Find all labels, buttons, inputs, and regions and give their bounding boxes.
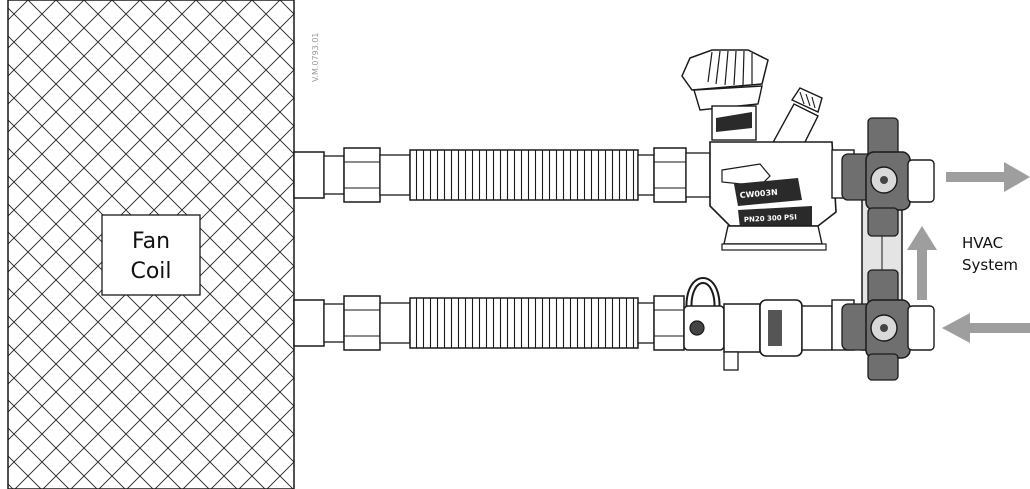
- lower-coil-nipple: [323, 303, 345, 343]
- valve-pressure-plate: [738, 206, 812, 228]
- fan-coil-unit: Fan Coil: [7, 0, 295, 489]
- return-in-arrow-icon: [942, 313, 1030, 343]
- ball-valve-stem: [689, 320, 705, 336]
- upper-flexible-hose: [409, 149, 639, 201]
- hvac-system-label-line1: HVAC: [962, 234, 1003, 252]
- fan-coil-label-line1: Fan: [132, 229, 170, 254]
- upper-pipe-run: [293, 147, 711, 203]
- upper-hose-end-right: [637, 154, 655, 196]
- valve-skirt: [723, 225, 823, 245]
- manifold: [841, 117, 935, 381]
- upper-valve-nut: [653, 147, 687, 203]
- valve-pressure-text: PN20 300 PSI: [744, 213, 797, 224]
- upper-coil-nipple: [323, 155, 345, 195]
- ball-valve: [683, 277, 855, 371]
- fan-coil-label-box: [101, 214, 201, 296]
- strainer-outlet: [801, 305, 833, 351]
- lower-valve-nut: [653, 295, 685, 351]
- valve-skirt-ring: [721, 243, 827, 251]
- upper-coil-connector: [293, 151, 325, 199]
- lower-flexible-hose: [409, 297, 639, 349]
- control-valve: CW003N PN20 300 PSI: [681, 49, 855, 251]
- strainer-body: [723, 303, 761, 353]
- lower-pipe-run: [293, 295, 685, 351]
- lower-hose-end-left: [379, 302, 411, 344]
- drawing-code: V.M.0793.01: [311, 32, 320, 82]
- upper-system-port: [907, 159, 935, 203]
- valve-model-plate: [734, 178, 802, 206]
- valve-brand-plate: [716, 112, 752, 132]
- manifold-lower-block: [841, 269, 935, 381]
- hvac-system-label-line2: System: [962, 256, 1018, 274]
- manifold-upper-block: [841, 117, 935, 237]
- valve-flow-arrow-mark: [721, 163, 771, 187]
- lower-coil-connector: [293, 299, 325, 347]
- flow-arrows: [907, 162, 1030, 343]
- upper-coil-nut: [343, 147, 381, 203]
- supply-out-arrow-icon: [946, 162, 1030, 192]
- valve-actuator-ring: [693, 85, 763, 111]
- valve-model-text: CW003N: [739, 188, 778, 200]
- upper-valve-tailpiece: [685, 152, 711, 198]
- bypass-flow-arrow-icon: [907, 226, 937, 300]
- lower-coil-nut: [343, 295, 381, 351]
- lower-system-port: [907, 305, 935, 351]
- strainer-screen: [768, 310, 782, 346]
- drain-port: [723, 351, 739, 371]
- fan-coil-label-line2: Coil: [130, 259, 171, 284]
- lower-hose-end-right: [637, 302, 655, 344]
- upper-hose-end-left: [379, 154, 411, 196]
